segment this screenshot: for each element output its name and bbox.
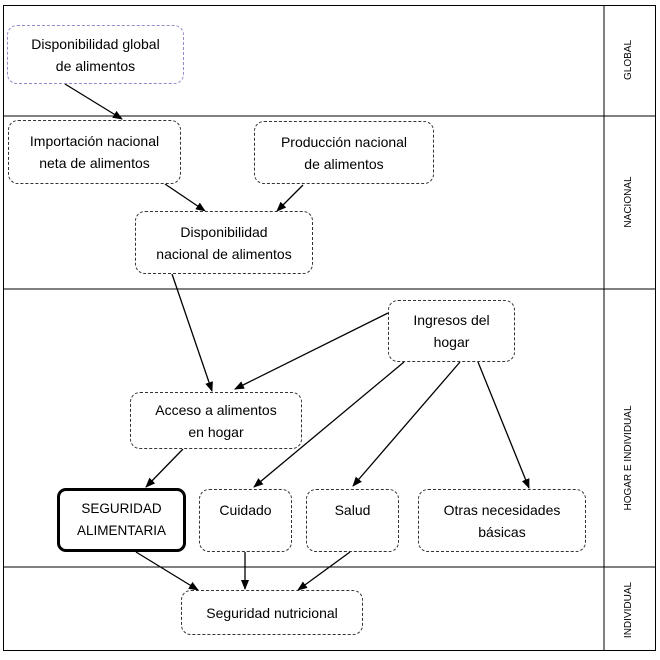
arrow-salud-to-nutricional: [297, 551, 351, 591]
node-disponibilidad-global: Disponibilidad global de alimentos: [7, 25, 184, 84]
arrow-importacion-to-disp-nacional: [164, 183, 206, 212]
node-disponibilidad-nacional-text: Disponibilidad nacional de alimentos: [156, 223, 292, 262]
node-importacion-nacional: Importación nacional neta de alimentos: [8, 120, 181, 184]
arrow-ingresos-to-acceso: [234, 312, 389, 390]
node-disponibilidad-nacional: Disponibilidad nacional de alimentos: [135, 211, 313, 274]
node-otras-necesidades-text: Otras necesidades básicas: [443, 501, 561, 540]
node-acceso-alimentos-text: Acceso a alimentos en hogar: [155, 401, 277, 440]
node-seguridad-nutricional: Seguridad nutricional: [181, 590, 363, 635]
node-produccion-nacional-text: Producción nacional de alimentos: [280, 133, 408, 172]
arrow-global-to-importacion: [64, 83, 123, 120]
level-label-global: GLOBAL: [623, 39, 634, 81]
node-salud-text: Salud: [334, 502, 371, 518]
node-produccion-nacional: Producción nacional de alimentos: [254, 121, 434, 184]
level-label-hogar: HOGAR E INDIVIDUAL: [623, 405, 634, 511]
node-seguridad-alimentaria: SEGURIDAD ALIMENTARIA: [57, 488, 186, 552]
arrow-produccion-to-disp-nacional: [276, 184, 304, 212]
arrow-seguridad-alim-to-nutricional: [135, 551, 199, 591]
node-otras-necesidades: Otras necesidades básicas: [418, 489, 586, 552]
level-label-nacional: NACIONAL: [623, 176, 634, 228]
arrow-ingresos-to-otras: [477, 361, 530, 489]
arrow-ingresos-to-cuidado: [253, 361, 405, 488]
node-cuidado-text: Cuidado: [219, 502, 272, 518]
node-acceso-alimentos: Acceso a alimentos en hogar: [130, 392, 302, 449]
outer-border: [3, 5, 656, 651]
node-importacion-nacional-text: Importación nacional neta de alimentos: [29, 133, 160, 171]
node-cuidado: Cuidado: [199, 489, 292, 552]
node-ingresos-hogar: Ingresos del hogar: [388, 300, 515, 362]
level-label-individual: INDIVIDUAL: [623, 581, 634, 639]
node-ingresos-hogar-text: Ingresos del hogar: [413, 312, 490, 350]
arrow-ingresos-to-salud: [352, 361, 461, 487]
arrow-disp-nacional-to-acceso: [171, 273, 213, 392]
arrow-acceso-to-seguridad-alim: [145, 448, 184, 488]
node-disponibilidad-global-text: Disponibilidad global de alimentos: [31, 35, 160, 74]
node-salud: Salud: [306, 489, 399, 552]
node-seguridad-nutricional-text: Seguridad nutricional: [206, 604, 338, 621]
node-seguridad-alimentaria-text: SEGURIDAD ALIMENTARIA: [76, 501, 166, 538]
